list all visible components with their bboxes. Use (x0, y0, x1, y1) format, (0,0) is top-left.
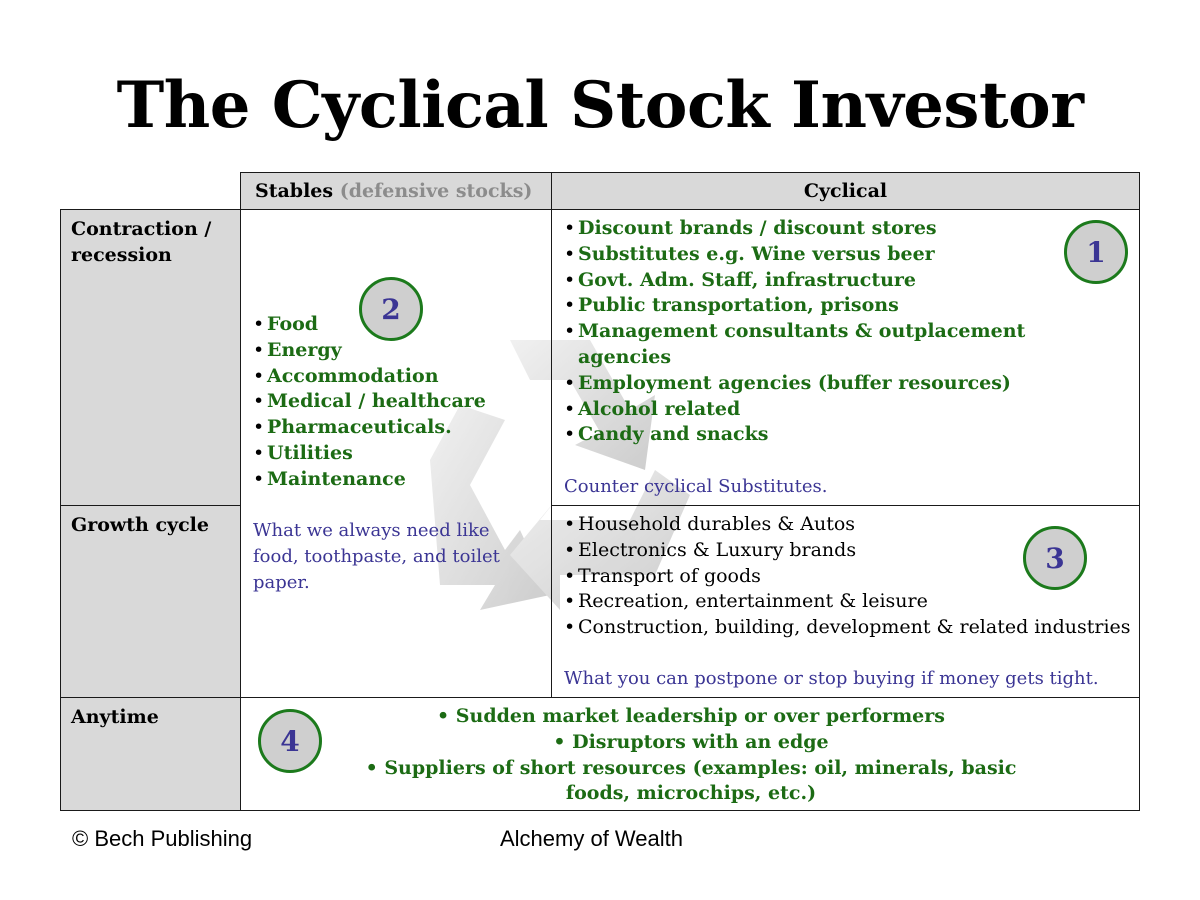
cyclical-label: Cyclical (803, 180, 888, 202)
list-item: Energy (253, 338, 486, 364)
list-item: Substitutes e.g. Wine versus beer (564, 242, 1044, 268)
stables-cell: Food Energy Accommodation Medical / heal… (240, 209, 552, 698)
list-item: • Suppliers of short resources (examples… (365, 756, 1017, 805)
growth-cyclical-note: What you can postpone or stop buying if … (564, 668, 1099, 689)
contraction-cyclical-note: Counter cyclical Substitutes. (564, 476, 828, 497)
stables-column-header: Stables (defensive stocks) (240, 172, 552, 210)
list-item: Food (253, 312, 486, 338)
list-item: Accommodation (253, 364, 486, 390)
stables-sublabel: (defensive stocks) (339, 180, 533, 202)
badge-4: 4 (258, 709, 322, 773)
list-item: Household durables & Autos (564, 512, 1134, 538)
list-item: Construction, building, development & re… (564, 615, 1134, 641)
list-item: Govt. Adm. Staff, infrastructure (564, 268, 1044, 294)
list-item: • Sudden market leadership or over perfo… (437, 705, 945, 727)
growth-cyclical-cell: Household durables & Autos Electronics &… (551, 505, 1140, 698)
footer-book-title: Alchemy of Wealth (500, 826, 684, 851)
badge-2: 2 (359, 277, 423, 341)
footer-publisher: © Bech Publishing (72, 826, 253, 851)
list-item: Electronics & Luxury brands (564, 538, 1134, 564)
list-item: Maintenance (253, 467, 486, 493)
stables-list: Food Energy Accommodation Medical / heal… (253, 312, 486, 493)
list-item: Alcohol related (564, 397, 1044, 423)
stables-label: Stables (255, 180, 334, 202)
list-item: Utilities (253, 441, 486, 467)
page-title: The Cyclical Stock Investor (116, 68, 1084, 143)
list-item: Management consultants & outplacement ag… (564, 319, 1044, 371)
cyclical-column-header: Cyclical (551, 172, 1140, 210)
anytime-cell: • Sudden market leadership or over perfo… (240, 697, 1140, 811)
list-item: Pharmaceuticals. (253, 415, 486, 441)
list-item: Employment agencies (buffer resources) (564, 371, 1044, 397)
list-item: Recreation, entertainment & leisure (564, 589, 1134, 615)
row-header-anytime: Anytime (60, 697, 241, 811)
row-header-contraction: Contraction / recession (60, 209, 241, 506)
list-item: Candy and snacks (564, 422, 1044, 448)
growth-cyclical-list: Household durables & Autos Electronics &… (564, 512, 1134, 641)
list-item: • Disruptors with an edge (553, 730, 829, 753)
badge-1: 1 (1064, 220, 1128, 284)
list-item: Public transportation, prisons (564, 293, 1044, 319)
list-item: Transport of goods (564, 564, 1134, 590)
list-item: Medical / healthcare (253, 389, 486, 415)
list-item: Discount brands / discount stores (564, 216, 1044, 242)
stables-note: What we always need like food, toothpast… (253, 520, 500, 593)
contraction-cyclical-list: Discount brands / discount stores Substi… (564, 216, 1044, 448)
badge-3: 3 (1023, 526, 1087, 590)
contraction-cyclical-cell: Discount brands / discount stores Substi… (551, 209, 1140, 506)
row-header-growth: Growth cycle (60, 505, 241, 698)
anytime-list: • Sudden market leadership or over perfo… (301, 704, 1081, 807)
